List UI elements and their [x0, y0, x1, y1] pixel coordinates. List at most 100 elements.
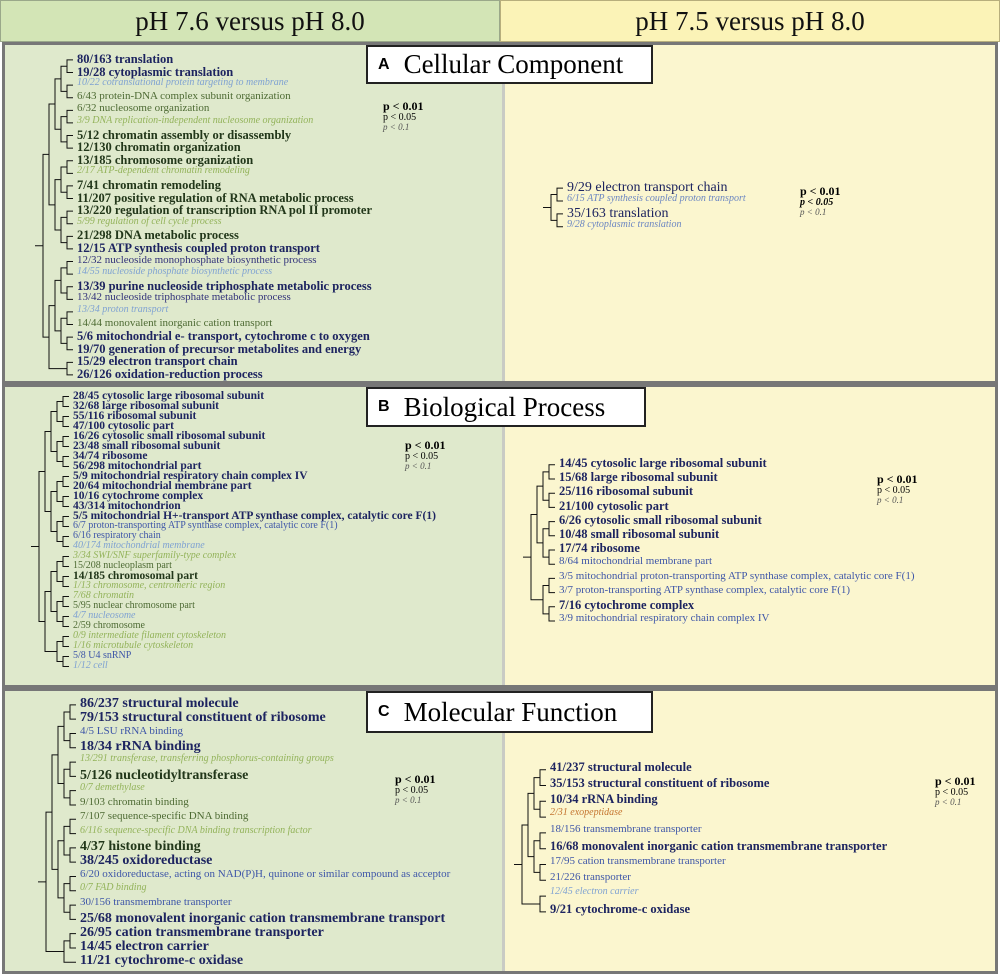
section-title-a: A Cellular Component — [366, 45, 653, 84]
go-term-b-left-4: 16/26 cytosolic small ribosomal subunit — [73, 430, 266, 442]
go-term-b-left-18: 14/185 chromosomal part — [73, 570, 199, 582]
legend-p005: p < 0.05 — [395, 784, 429, 796]
go-term-a-right-1: 6/15 ATP synthesis coupled proton transp… — [567, 192, 746, 204]
legend-p001: p < 0.01 — [935, 774, 976, 788]
go-term-b-left-2: 55/116 ribosomal subunit — [73, 410, 197, 422]
go-term-b-right-8: 3/5 mitochondrial proton-transporting AT… — [559, 569, 915, 582]
go-term-c-left-17: 14/45 electron carrier — [80, 939, 209, 955]
go-term-c-left-7: 9/103 chromatin binding — [80, 796, 189, 809]
go-term-c-left-6: 0/7 demethylase — [80, 781, 145, 793]
go-term-b-right-1: 15/68 large ribosomal subunit — [559, 470, 718, 485]
go-term-c-left-3: 18/34 rRNA binding — [80, 738, 201, 754]
go-term-c-right-6: 17/95 cation transmembrane transporter — [550, 854, 726, 867]
go-term-c-left-1: 79/153 structural constituent of ribosom… — [80, 710, 326, 726]
legend-p001: p < 0.01 — [800, 184, 841, 198]
go-term-c-left-12: 6/20 oxidoreductase, acting on NAD(P)H, … — [80, 867, 451, 880]
go-term-c-right-0: 41/237 structural molecule — [550, 760, 692, 774]
go-term-b-right-10: 7/16 cytochrome complex — [559, 598, 695, 612]
legend-b-right: p < 0.01 p < 0.05 p < 0.1 — [877, 473, 918, 506]
go-term-a-left-21: 14/44 monovalent inorganic cation transp… — [77, 316, 273, 329]
dendrogram-a-left — [35, 59, 73, 376]
dendrogram-branches — [543, 187, 563, 228]
legend-p01: p < 0.1 — [800, 207, 827, 218]
go-term-b-right-0: 14/45 cytosolic large ribosomal subunit — [559, 456, 767, 470]
go-term-b-left-19: 1/13 chromosome, centromeric region — [73, 580, 226, 591]
go-term-c-right-5: 16/68 monovalent inorganic cation transm… — [550, 839, 888, 853]
go-term-a-left-2: 10/22 cotranslational protein targeting … — [77, 77, 289, 89]
legend-p001: p < 0.01 — [395, 772, 436, 786]
dendrogram-branches — [38, 704, 76, 963]
go-term-c-left-13: 0/7 FAD binding — [80, 881, 147, 893]
go-term-b-left-5: 23/48 small ribosomal subunit — [73, 440, 221, 452]
go-term-a-left-8: 13/185 chromosome organization — [77, 152, 254, 167]
go-term-a-left-10: 7/41 chromatin remodeling — [77, 178, 221, 192]
dendrogram-a-right — [543, 187, 563, 228]
go-term-b-left-26: 5/8 U4 snRNP — [73, 650, 132, 661]
go-term-b-left-13: 6/7 proton-transporting ATP synthase com… — [73, 520, 338, 531]
legend-p01: p < 0.1 — [395, 795, 422, 806]
go-term-b-left-7: 56/298 mitochondrial part — [73, 460, 202, 472]
go-term-a-left-0: 80/163 translation — [77, 52, 174, 66]
go-term-a-left-24: 15/29 electron transport chain — [77, 354, 238, 369]
go-term-c-right-3: 2/31 exopeptidase — [550, 807, 623, 819]
go-term-c-left-14: 30/156 transmembrane transporter — [80, 896, 232, 909]
section-title-c: C Molecular Function — [366, 691, 653, 733]
go-term-a-right-2: 35/163 translation — [567, 205, 669, 221]
go-term-b-left-21: 5/95 nuclear chromosome part — [73, 600, 195, 611]
go-term-b-right-4: 6/26 cytosolic small ribosomal subunit — [559, 512, 762, 527]
section-name: Biological Process — [403, 391, 606, 422]
go-term-a-left-12: 13/220 regulation of transcription RNA p… — [77, 203, 373, 218]
dendrogram-b-right — [523, 464, 555, 622]
dendrogram-branches — [31, 396, 69, 667]
go-term-a-left-17: 14/55 nucleoside phosphate biosynthetic … — [77, 266, 273, 278]
go-term-b-left-22: 4/7 nucleosome — [73, 610, 136, 621]
dendrogram-b-left — [31, 396, 69, 667]
go-term-a-left-4: 6/32 nucleosome organization — [77, 102, 210, 115]
go-term-b-left-20: 7/68 chromatin — [73, 590, 135, 601]
go-term-b-left-27: 1/12 cell — [73, 660, 108, 671]
legend-a-right: p < 0.01 p < 0.05 p < 0.1 — [800, 185, 841, 218]
go-term-c-right-8: 12/45 electron carrier — [550, 886, 639, 898]
section-letter: B — [378, 398, 390, 415]
dendrogram-branches — [523, 464, 555, 622]
go-term-c-left-15: 25/68 monovalent inorganic cation transm… — [80, 910, 446, 926]
legend-c-left: p < 0.01 p < 0.05 p < 0.1 — [395, 773, 436, 806]
section-name: Cellular Component — [403, 49, 624, 79]
go-term-b-left-17: 15/208 nucleoplasm part — [73, 560, 172, 571]
go-term-a-left-1: 19/28 cytoplasmic translation — [77, 64, 234, 79]
legend-p01: p < 0.1 — [405, 461, 432, 472]
legend-p005: p < 0.05 — [800, 196, 834, 208]
go-term-c-left-4: 13/291 transferase, transferring phospho… — [80, 753, 334, 765]
go-term-b-left-23: 2/59 chromosome — [73, 620, 145, 631]
go-term-a-left-7: 12/130 chromatin organization — [77, 140, 241, 155]
go-term-b-right-9: 3/7 proton-transporting ATP synthase com… — [559, 583, 851, 596]
go-term-b-right-7: 8/64 mitochondrial membrane part — [559, 555, 713, 568]
go-term-b-right-6: 17/74 ribosome — [559, 541, 640, 556]
go-term-c-left-0: 86/237 structural molecule — [80, 696, 239, 711]
go-term-b-left-1: 32/68 large ribosomal subunit — [73, 400, 220, 412]
section-name: Molecular Function — [403, 696, 618, 727]
go-term-a-right-3: 9/28 cytoplasmic translation — [567, 218, 682, 230]
go-term-a-left-14: 21/298 DNA metabolic process — [77, 228, 239, 243]
go-term-b-left-14: 6/16 respiratory chain — [73, 530, 161, 541]
go-term-b-left-0: 28/45 cytosolic large ribosomal subunit — [73, 390, 265, 402]
go-term-a-left-16: 12/32 nucleoside monophosphate biosynthe… — [77, 253, 317, 266]
go-term-c-left-18: 11/21 cytochrome-c oxidase — [80, 953, 244, 969]
go-term-b-right-5: 10/48 small ribosomal subunit — [559, 527, 720, 541]
legend-p001: p < 0.01 — [383, 99, 424, 113]
header-right: pH 7.5 versus pH 8.0 — [500, 0, 1000, 42]
go-term-c-left-16: 26/95 cation transmembrane transporter — [80, 924, 324, 940]
header-left: pH 7.6 versus pH 8.0 — [0, 0, 500, 42]
go-term-c-left-5: 5/126 nucleotidyltransferase — [80, 767, 249, 783]
go-term-b-left-16: 3/34 SWI/SNF superfamily-type complex — [73, 550, 237, 561]
legend-p005: p < 0.05 — [935, 786, 969, 798]
go-term-b-left-25: 1/16 microtubule cytoskeleton — [73, 640, 194, 651]
go-term-c-left-9: 6/116 sequence-specific DNA binding tran… — [80, 824, 312, 836]
